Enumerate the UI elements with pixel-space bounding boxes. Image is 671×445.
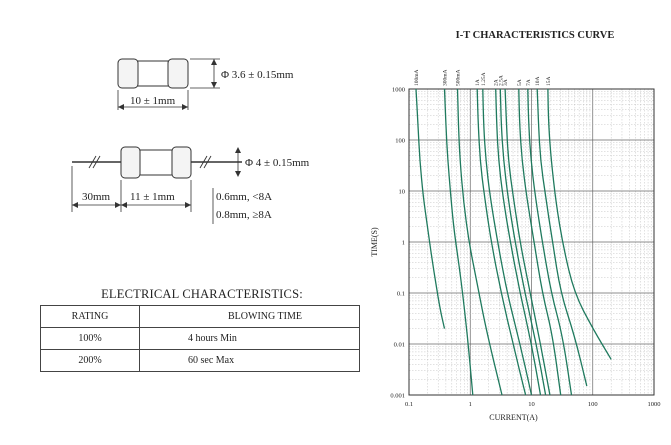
rating-cell: 200% xyxy=(40,349,140,372)
y-tick-label: 1000 xyxy=(392,87,405,94)
series-label: 500mA xyxy=(456,69,462,86)
series-label: 1A xyxy=(475,79,481,86)
y-tick-label: 10 xyxy=(399,189,406,196)
x-tick-label: 1 xyxy=(469,401,472,408)
series-line xyxy=(499,88,547,396)
table-row: 200% 60 sec Max xyxy=(40,349,360,372)
series-label: 2A xyxy=(494,79,500,86)
y-tick-label: 0.01 xyxy=(394,342,405,349)
x-tick-label: 1000 xyxy=(648,401,661,408)
leaded-fuse-body-icon xyxy=(120,146,192,179)
series-line xyxy=(415,88,446,329)
series-label: 10A xyxy=(535,77,541,87)
series-line xyxy=(495,88,542,396)
blowing-time-header: BLOWING TIME xyxy=(139,305,360,328)
y-tick-label: 100 xyxy=(395,138,405,145)
table-header-row: RATING BLOWING TIME xyxy=(40,305,360,328)
series-line xyxy=(518,88,562,396)
series-label: 2.5A xyxy=(498,75,504,86)
series-label: 7A xyxy=(526,79,532,86)
series-line xyxy=(476,88,527,396)
series-line xyxy=(443,88,474,396)
y-tick-label: 1 xyxy=(402,240,405,247)
series-line xyxy=(527,88,573,396)
blowing-time-cell: 4 hours Min xyxy=(139,327,360,350)
x-tick-label: 10 xyxy=(528,401,535,408)
leaded-body-length-label: 11 ± 1mm xyxy=(130,191,175,203)
series-label: 300mA xyxy=(443,69,449,86)
chart-grid xyxy=(408,88,655,396)
fuse-dimension-drawing: Φ 3.6 ± 0.15mm 10 ± 1mm Φ 4 ± 0.15mm 30m… xyxy=(71,58,310,224)
blowing-time-cell: 60 sec Max xyxy=(139,349,360,372)
fuse-body-icon xyxy=(117,58,189,89)
body-length-label: 10 ± 1mm xyxy=(130,95,176,107)
y-tick-label: 0.1 xyxy=(397,291,405,298)
series-line xyxy=(482,88,533,396)
electrical-characteristics-title: ELECTRICAL CHARACTERISTICS: xyxy=(101,287,303,301)
series-label: 15A xyxy=(546,77,552,87)
chart-labels: 0.1 1 10 100 1000 1000 100 10 1 0.1 0.01 0.001CURRE… xyxy=(370,69,661,422)
y-axis-label: TIME(S) xyxy=(370,227,379,257)
series-label: 3A xyxy=(503,79,509,86)
body-diameter-label: Φ 3.6 ± 0.15mm xyxy=(221,69,294,81)
rating-header: RATING xyxy=(40,305,140,328)
series-line xyxy=(456,88,503,396)
x-axis-label: CURRENT(A) xyxy=(489,413,538,422)
chart-title: I-T CHARACTERISTICS CURVE xyxy=(455,30,615,41)
series-label: 100mA xyxy=(414,69,420,86)
series-line xyxy=(536,88,588,387)
table-row: 100% 4 hours Min xyxy=(40,327,360,350)
wire-small-label: 0.6mm, <8A xyxy=(216,191,272,203)
leaded-diameter-label: Φ 4 ± 0.15mm xyxy=(245,157,310,169)
series-label: 5A xyxy=(517,79,523,86)
x-tick-label: 100 xyxy=(588,401,598,408)
y-tick-label: 0.001 xyxy=(390,393,405,400)
electrical-characteristics-table: RATING BLOWING TIME 100% 4 hours Min 200… xyxy=(40,305,360,372)
series-line xyxy=(547,88,612,360)
rating-cell: 100% xyxy=(40,327,140,350)
chart-curves xyxy=(415,88,612,396)
series-line xyxy=(504,88,551,396)
wire-large-label: 0.8mm, ≥8A xyxy=(216,209,272,221)
it-characteristics-chart: 0.1 1 10 100 1000 1000 100 10 1 0.1 0.01 0.001CURRE… xyxy=(370,69,661,422)
x-tick-label: 0.1 xyxy=(405,401,413,408)
series-label: 1.25A xyxy=(481,72,487,86)
lead-length-label: 30mm xyxy=(82,191,111,203)
